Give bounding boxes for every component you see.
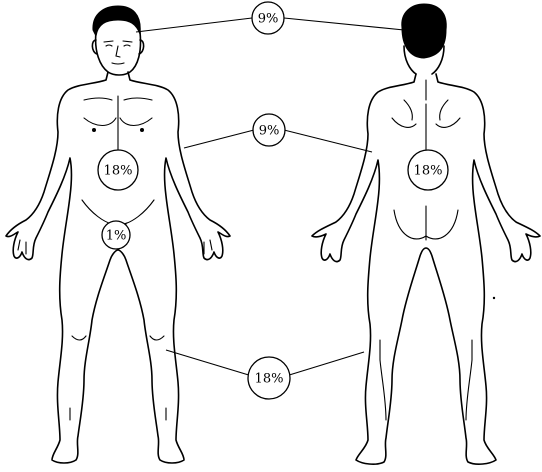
badge-front-trunk-text: 18% <box>104 164 133 179</box>
leader-head-front <box>135 17 253 33</box>
badge-leg-text: 18% <box>255 372 284 387</box>
badge-arm: 9% <box>252 113 286 147</box>
leader-arm-back <box>283 129 373 153</box>
leader-lines <box>135 17 405 377</box>
back-figure <box>311 3 541 465</box>
badge-leg: 18% <box>247 356 291 400</box>
badge-head-text: 9% <box>258 12 279 27</box>
back-body-outline <box>311 73 541 465</box>
leader-leg-front <box>165 349 253 377</box>
badge-arm-text: 9% <box>259 124 280 139</box>
back-hair <box>401 3 447 59</box>
leader-head-back <box>283 17 405 31</box>
front-hair <box>92 5 141 38</box>
badge-head: 9% <box>251 1 285 35</box>
badge-front-trunk: 18% <box>97 149 139 191</box>
badge-back-trunk: 18% <box>407 149 449 191</box>
badge-genital-text: 1% <box>106 229 127 244</box>
leader-leg-back <box>285 351 365 377</box>
front-head <box>94 31 142 76</box>
badge-back-trunk-text: 18% <box>414 164 443 179</box>
leader-arm-front <box>183 129 255 149</box>
badge-genital: 1% <box>101 220 131 250</box>
